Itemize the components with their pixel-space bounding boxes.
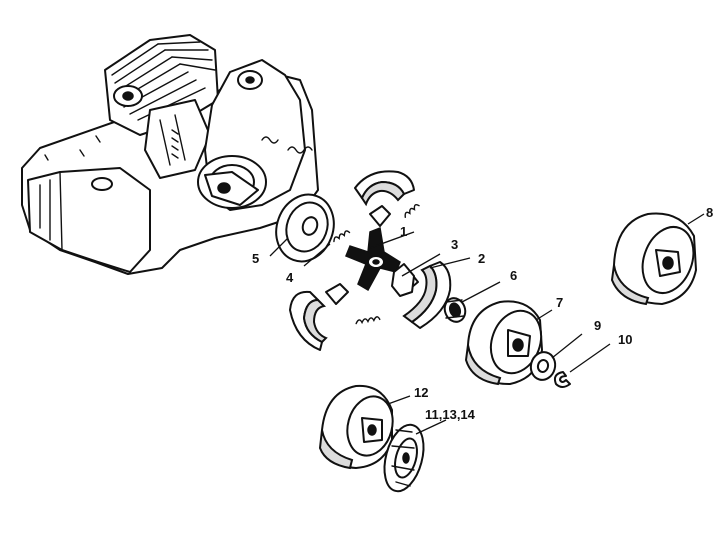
part-10-e-clip xyxy=(553,371,571,388)
part-12-spur-drum xyxy=(318,384,394,470)
part-7-clutch-drum xyxy=(464,300,543,386)
clutch-shoe-top xyxy=(354,170,415,227)
callout-3: 3 xyxy=(451,237,458,252)
callout-11-13-14: 11,13,14 xyxy=(425,407,476,422)
callout-8: 8 xyxy=(706,205,713,220)
callout-9: 9 xyxy=(594,318,601,333)
callout-10: 10 xyxy=(618,332,632,347)
part-1-clutch-carrier xyxy=(345,226,401,292)
part-4-clutch-springs xyxy=(333,203,420,325)
callout-7: 7 xyxy=(556,295,563,310)
callout-6: 6 xyxy=(510,268,517,283)
clutch-shoe-left xyxy=(289,283,349,351)
callout-2: 2 xyxy=(478,251,485,266)
part-5-cover-disc xyxy=(275,193,335,263)
part-9-washer xyxy=(529,351,557,381)
callout-labels: 1 2 3 4 5 6 7 8 9 10 12 11,13,14 xyxy=(252,205,713,422)
callout-1: 1 xyxy=(400,224,407,239)
part-6-needle-bearing xyxy=(443,297,467,323)
callout-4: 4 xyxy=(286,270,294,285)
callout-5: 5 xyxy=(252,251,259,266)
part-8-rim-sprocket-drum xyxy=(610,212,697,306)
part-11-13-14-rim-sprocket xyxy=(383,423,425,493)
engine-block xyxy=(21,34,319,275)
leader-lines xyxy=(269,213,705,435)
callout-12: 12 xyxy=(414,385,428,400)
